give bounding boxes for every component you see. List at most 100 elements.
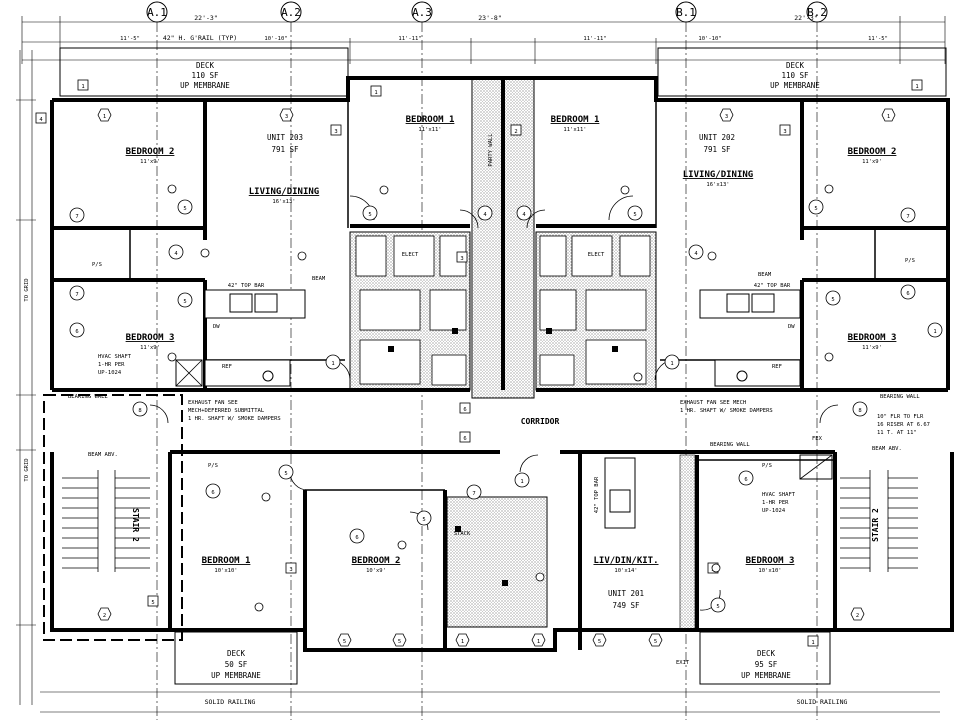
deck-top-right xyxy=(657,47,947,97)
room-living-left: LIVING/DINING xyxy=(249,187,319,197)
tag-7b: 7 xyxy=(75,292,78,298)
unit-202-area: 791 SF xyxy=(703,145,731,154)
ps-label-br: P/S xyxy=(762,463,772,469)
tag-squares xyxy=(35,79,923,647)
tag-5e: 5 xyxy=(814,206,817,212)
deck-br-area: 95 SF xyxy=(755,660,778,669)
deck-bottom-right xyxy=(699,631,831,685)
top-bar-label-l: 42" TOP BAR xyxy=(228,283,265,289)
stair-left-treads xyxy=(62,470,150,572)
tag-6d: 6 xyxy=(355,535,358,541)
dw-label-l: DW xyxy=(213,324,220,330)
tag-5i: 5 xyxy=(716,604,719,610)
hex-5a: 5 xyxy=(343,639,346,645)
deck-tr-title: DECK xyxy=(786,61,805,70)
hex-1b: 1 xyxy=(887,114,890,120)
hex-1a: 1 xyxy=(103,114,106,120)
exit-label: EXIT xyxy=(676,660,690,666)
unit-202-name: UNIT 202 xyxy=(699,133,735,142)
dim-sub-6: 11'-5" xyxy=(868,36,888,42)
ps-label-r: P/S xyxy=(905,258,915,264)
room-livdinkit-bottom-size: 10'x14' xyxy=(614,568,637,574)
top-bar-label-r: 42" TOP BAR xyxy=(754,283,791,289)
hvac-right-3: UP-1024 xyxy=(762,508,786,514)
hex-3a: 3 xyxy=(285,114,288,120)
beam-label-r: BEAM xyxy=(758,272,772,278)
sq-5a: 5 xyxy=(151,600,154,606)
wall-chase-bottom xyxy=(679,454,696,631)
exhaust-left-1: EXHAUST FAN SEE xyxy=(188,400,238,406)
kitchen-bottom xyxy=(604,457,636,529)
tag-5h: 5 xyxy=(422,517,425,523)
room-bedroom1-b-size: 11'x11' xyxy=(563,127,586,133)
tag-1c: 1 xyxy=(933,329,936,335)
top-bar-label-bot: 42" TOP BAR xyxy=(594,476,600,513)
dim-sub-4: 11'-11" xyxy=(583,36,606,42)
ref-label-r: REF xyxy=(772,364,782,370)
hex-3b: 3 xyxy=(725,114,728,120)
ps-label-l: P/S xyxy=(92,262,102,268)
tag-1d: 1 xyxy=(520,479,523,485)
to-grid-label-l: TO GRID xyxy=(24,278,30,301)
sq-3c: 3 xyxy=(289,567,292,573)
hex-5b: 5 xyxy=(398,639,401,645)
sq-3a: 3 xyxy=(334,129,337,135)
hvac-left-1: HVAC SHAFT xyxy=(98,354,132,360)
sq-2a: 2 xyxy=(514,129,517,135)
room-bedroom3-left-size: 11'x9' xyxy=(140,345,160,351)
bath-core-bottom xyxy=(446,496,548,628)
tag-5c: 5 xyxy=(368,212,371,218)
grid-label-b1: B.1 xyxy=(676,6,696,19)
ref-label-l: REF xyxy=(222,364,232,370)
walls-lower-thin xyxy=(305,459,835,491)
room-livdinkit-bottom: LIV/DIN/KIT. xyxy=(593,556,658,566)
hvac-right-2: 1-HR PER xyxy=(762,500,789,506)
unit-203-name: UNIT 203 xyxy=(267,133,303,142)
stack-label: STACK xyxy=(454,531,471,537)
toilets xyxy=(388,328,618,586)
left-dimensions xyxy=(16,50,36,705)
room-living-left-size: 16'x13' xyxy=(272,199,295,205)
room-bedroom2-right-size: 11'x9' xyxy=(862,159,882,165)
stair-label-right: STAIR 2 xyxy=(871,508,880,542)
unit-203-area: 791 SF xyxy=(271,145,299,154)
walls-corridor xyxy=(52,388,948,454)
exhaust-left-2: MECH+DEFERRED SUBMITTAL xyxy=(188,408,265,414)
grid-label-a2: A.2 xyxy=(281,6,301,19)
dim-sub-2: 10'-10" xyxy=(264,36,287,42)
exhaust-left-3: 1 HR. SHAFT W/ SMOKE DAMPERS xyxy=(188,416,281,422)
room-bedroom3-right-size: 11'x9' xyxy=(862,345,882,351)
room-bedroom2-bottom: BEDROOM 2 xyxy=(352,556,401,566)
deck-tl-title: DECK xyxy=(196,61,215,70)
tag-1b: 1 xyxy=(670,361,673,367)
grid-label-a3: A.3 xyxy=(412,6,432,19)
exhaust-right-2: 1 HR. SHAFT W/ SMOKE DAMPERS xyxy=(680,408,773,414)
tag-5f: 5 xyxy=(831,297,834,303)
room-bedroom1-a-size: 11'x11' xyxy=(418,127,441,133)
exhaust-right-1: EXHAUST FAN SEE MECH xyxy=(680,400,746,406)
deck-bl-area: 50 SF xyxy=(225,660,248,669)
stair-note-3: 11 T. AT 11" xyxy=(877,430,917,436)
room-living-right-size: 16'x13' xyxy=(706,182,729,188)
dw-label-r: DW xyxy=(788,324,795,330)
tag-6a: 6 xyxy=(75,329,78,335)
to-grid-label-l2: TO GRID xyxy=(24,458,30,481)
tag-6e: 6 xyxy=(744,477,747,483)
deck-top-left xyxy=(59,47,349,97)
hex-5d: 5 xyxy=(654,639,657,645)
tag-4b: 4 xyxy=(483,212,487,218)
tag-4a: 4 xyxy=(174,251,178,257)
room-bedroom1-bottom-size: 10'x10' xyxy=(214,568,237,574)
hvac-right-1: HVAC SHAFT xyxy=(762,492,796,498)
sq-1a: 1 xyxy=(81,84,84,90)
hvac-shaft-right xyxy=(799,454,833,480)
tag-8a: 8 xyxy=(138,408,141,414)
tag-8b: 8 xyxy=(858,408,861,414)
party-wall-label: PARTY WALL xyxy=(488,133,494,167)
walls-lower xyxy=(50,452,954,652)
room-bedroom1-a: BEDROOM 1 xyxy=(406,115,455,125)
room-bedroom3-bottom-size: 10'x10' xyxy=(758,568,781,574)
room-bedroom3-right: BEDROOM 3 xyxy=(848,333,897,343)
deck-bl-surface: UP MEMBRANE xyxy=(211,671,261,680)
